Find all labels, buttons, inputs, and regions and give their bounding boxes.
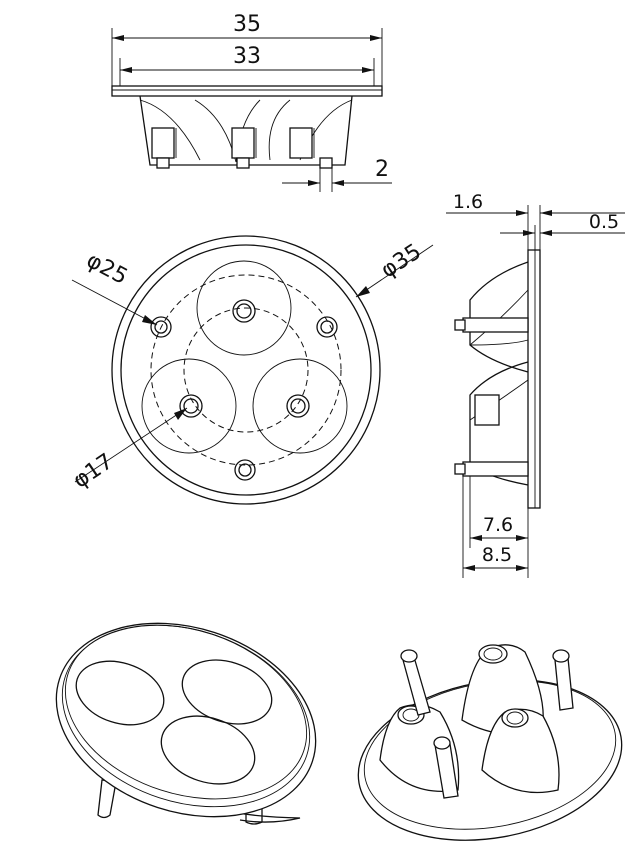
dim-flange-thickness: 1.6 xyxy=(453,191,483,213)
front-elevation-view: 35 33 2 xyxy=(111,12,392,192)
dim-lip-thickness: 0.5 xyxy=(589,211,619,233)
dim-inner-circle-diameter: φ17 xyxy=(69,449,118,494)
dim-lens-height: 7.6 xyxy=(483,514,513,536)
dim-total-height: 8.5 xyxy=(482,544,512,566)
isometric-bottom-view xyxy=(357,644,623,841)
side-view: 1.6 0.5 7.6 8.5 xyxy=(446,191,625,578)
dim-top-outer-width: 35 xyxy=(233,12,261,37)
dim-top-inner-width: 33 xyxy=(233,44,261,69)
dim-bolt-circle-diameter: φ25 xyxy=(82,248,131,290)
dim-outer-diameter: φ35 xyxy=(377,239,426,283)
isometric-top-view xyxy=(55,622,317,825)
dim-post-width: 2 xyxy=(375,157,389,182)
plan-view: φ25 φ35 φ17 xyxy=(69,235,434,505)
